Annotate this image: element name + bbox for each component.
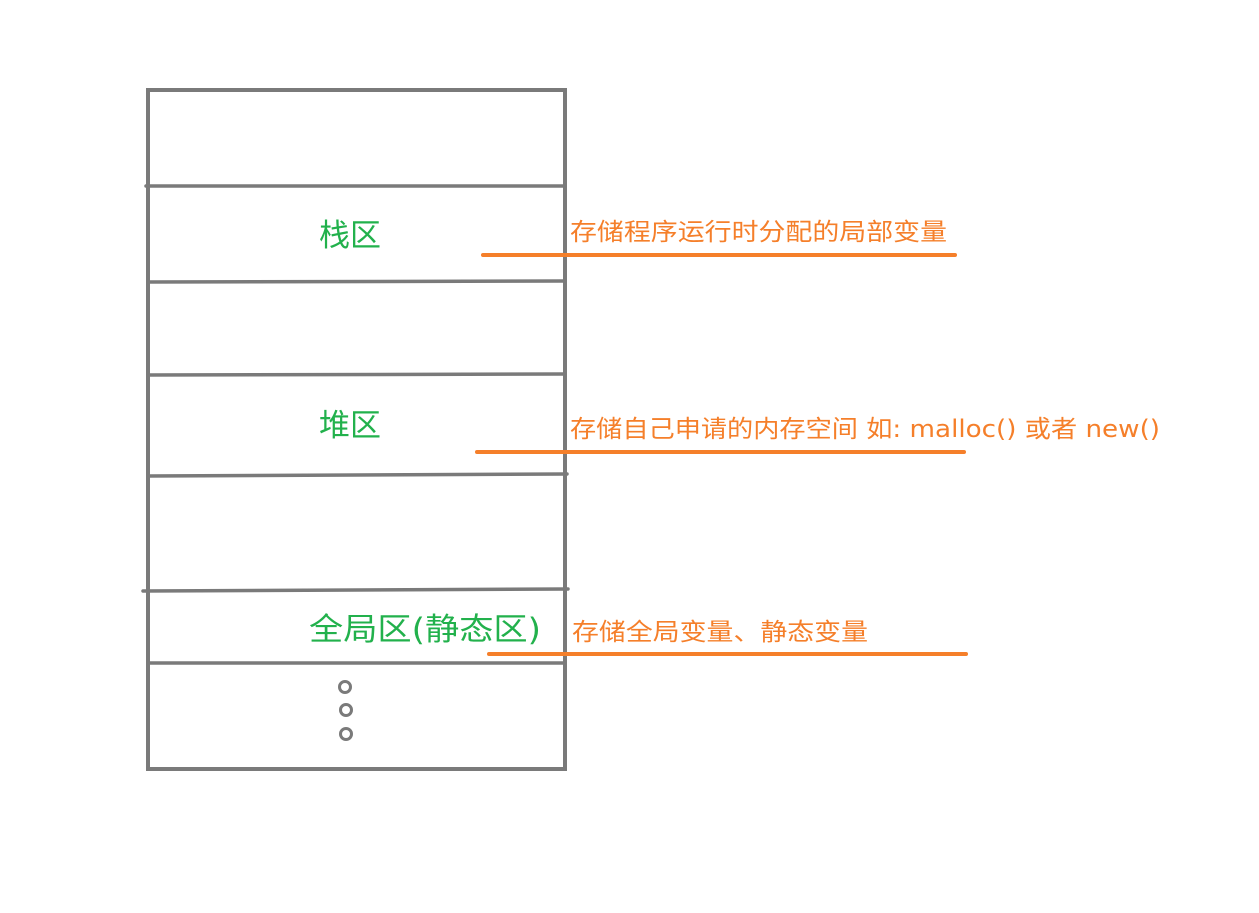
stack-region-label: 栈区 (319, 218, 381, 254)
ellipsis-dot-1 (338, 680, 352, 694)
vertical-ellipsis-icon (338, 680, 353, 741)
stack-note: 存储程序运行时分配的局部变量 (570, 218, 947, 246)
annotation-lines (475, 253, 968, 656)
heap-note: 存储自己申请的内存空间 如: malloc() 或者 new() (570, 415, 1160, 443)
divider-4 (146, 472, 569, 478)
divider-3 (146, 372, 567, 377)
divider-2 (146, 279, 567, 284)
divider-5 (141, 587, 570, 593)
memory-block-frame (146, 88, 567, 771)
global-note: 存储全局变量、静态变量 (572, 618, 868, 646)
heap-region-label: 堆区 (319, 408, 381, 444)
segment-dividers (141, 184, 570, 665)
ellipsis-dot-3 (339, 727, 353, 741)
ellipsis-dot-2 (339, 703, 353, 717)
global-region-label: 全局区(静态区) (309, 612, 541, 648)
